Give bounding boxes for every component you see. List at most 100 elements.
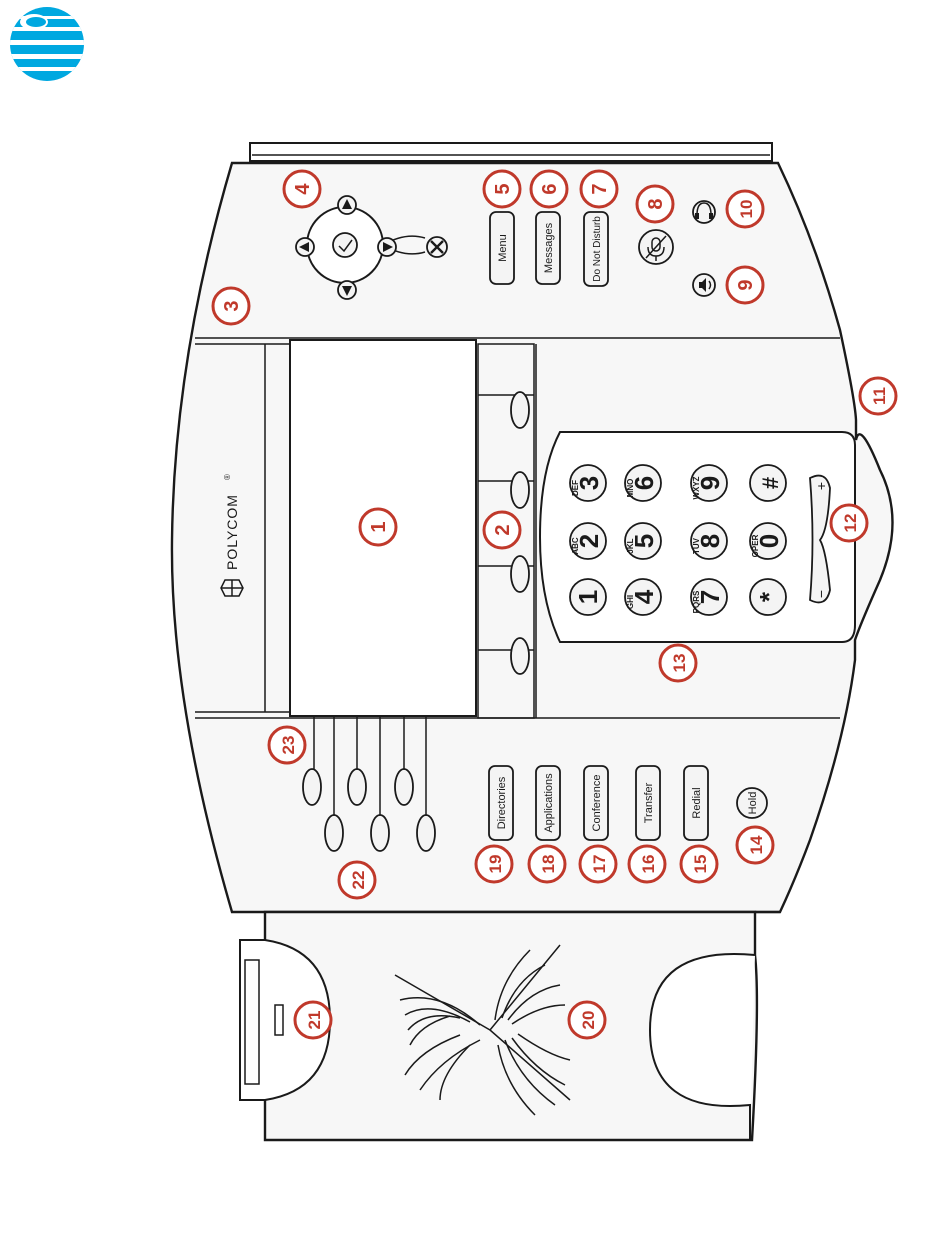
directories-button[interactable]: Directories	[489, 766, 513, 840]
nav-down-button[interactable]	[338, 281, 356, 299]
svg-text:Hold: Hold	[747, 792, 759, 815]
svg-text:JKL: JKL	[626, 538, 635, 553]
callout-6: 6	[531, 171, 567, 207]
svg-text:Messages: Messages	[543, 222, 555, 273]
speakerphone-button[interactable]	[693, 274, 715, 296]
svg-text:GHI: GHI	[626, 595, 635, 609]
svg-text:6: 6	[539, 183, 561, 194]
callout-19: 19	[476, 846, 512, 882]
line-key-3[interactable]	[348, 769, 366, 805]
key-pound[interactable]: #	[750, 465, 786, 501]
svg-text:15: 15	[691, 855, 710, 874]
svg-text:12: 12	[841, 514, 860, 533]
brand-text: POLYCOM	[224, 494, 240, 570]
line-key-1[interactable]	[303, 769, 321, 805]
svg-text:16: 16	[639, 855, 658, 874]
key-2[interactable]: 2 ABC	[570, 523, 606, 559]
callout-13: 13	[660, 645, 696, 681]
svg-text:Directories: Directories	[496, 776, 508, 829]
line-key-4[interactable]	[371, 815, 389, 851]
key-8[interactable]: 8 TUV	[691, 523, 727, 559]
conference-button[interactable]: Conference	[584, 766, 608, 840]
svg-text:DEF: DEF	[571, 480, 580, 496]
svg-text:Conference: Conference	[591, 775, 603, 832]
svg-text:TUV: TUV	[692, 537, 701, 554]
callout-10: 10	[727, 191, 763, 227]
soft-key-4[interactable]	[511, 638, 529, 674]
svg-text:®: ®	[223, 473, 232, 480]
top-rail	[250, 143, 772, 161]
nav-left-button[interactable]	[296, 238, 314, 256]
key-4[interactable]: 4 GHI	[625, 579, 661, 615]
svg-text:ABC: ABC	[571, 537, 580, 555]
svg-text:8: 8	[645, 198, 667, 209]
svg-text:18: 18	[539, 855, 558, 874]
callout-16: 16	[629, 846, 665, 882]
volume-up-icon: +	[813, 482, 829, 490]
svg-text:11: 11	[870, 387, 889, 405]
volume-down-icon: −	[813, 590, 829, 598]
svg-text:OPER: OPER	[751, 534, 760, 557]
svg-text:5: 5	[492, 183, 514, 194]
soft-key-2[interactable]	[511, 472, 529, 508]
svg-text:PQRS: PQRS	[692, 590, 701, 613]
soft-key-3[interactable]	[511, 556, 529, 592]
nav-right-button[interactable]	[378, 238, 396, 256]
select-button[interactable]	[333, 233, 357, 257]
headset-button[interactable]	[693, 201, 715, 223]
soft-key-1[interactable]	[511, 392, 529, 428]
cancel-button[interactable]	[427, 237, 447, 257]
key-6[interactable]: 6 MNO	[625, 465, 661, 501]
svg-text:7: 7	[589, 183, 611, 194]
key-9[interactable]: 9 WXYZ	[691, 465, 727, 501]
callout-2: 2	[484, 512, 520, 548]
callout-17: 17	[580, 846, 616, 882]
key-5[interactable]: 5 JKL	[625, 523, 661, 559]
svg-text:14: 14	[747, 835, 766, 854]
svg-text:Menu: Menu	[497, 234, 509, 262]
nav-up-button[interactable]	[338, 196, 356, 214]
key-1[interactable]: 1	[570, 579, 606, 615]
svg-text:19: 19	[486, 855, 505, 874]
callout-20: 20	[569, 1002, 605, 1038]
key-0[interactable]: 0 OPER	[750, 523, 786, 559]
callout-11: 11	[860, 378, 896, 414]
menu-button[interactable]: Menu	[490, 212, 514, 284]
key-star[interactable]: *	[750, 579, 786, 615]
messages-button[interactable]: Messages	[536, 212, 560, 284]
callout-9: 9	[727, 267, 763, 303]
svg-text:23: 23	[279, 736, 298, 755]
callout-14: 14	[737, 827, 773, 863]
line-key-6[interactable]	[417, 815, 435, 851]
svg-text:3: 3	[221, 300, 243, 311]
line-key-2[interactable]	[325, 815, 343, 851]
hold-button[interactable]: Hold	[737, 788, 767, 818]
globe-logo-icon	[0, 7, 100, 81]
applications-button[interactable]: Applications	[536, 766, 560, 840]
svg-text:Applications: Applications	[543, 773, 555, 833]
callout-3: 3	[213, 288, 249, 324]
svg-text:10: 10	[737, 200, 756, 219]
svg-text:MNO: MNO	[626, 479, 635, 498]
svg-text:#: #	[758, 477, 783, 489]
svg-text:17: 17	[590, 855, 609, 874]
svg-text:*: *	[754, 591, 784, 602]
key-7[interactable]: 7 PQRS	[691, 579, 727, 615]
do-not-disturb-button[interactable]: Do Not Disturb	[584, 212, 608, 286]
svg-text:13: 13	[670, 654, 689, 673]
callout-21: 21	[295, 1002, 331, 1038]
mute-button[interactable]	[639, 230, 673, 264]
callout-4: 4	[284, 171, 320, 207]
key-3[interactable]: 3 DEF	[570, 465, 606, 501]
callout-8: 8	[637, 186, 673, 222]
callout-12: 12	[831, 505, 867, 541]
transfer-button[interactable]: Transfer	[636, 766, 660, 840]
polycom-star-icon	[221, 580, 243, 596]
svg-text:22: 22	[349, 871, 368, 890]
svg-text:21: 21	[305, 1011, 324, 1030]
svg-text:4: 4	[292, 183, 314, 195]
svg-text:1: 1	[573, 590, 603, 604]
line-key-5[interactable]	[395, 769, 413, 805]
redial-button[interactable]: Redial	[684, 766, 708, 840]
